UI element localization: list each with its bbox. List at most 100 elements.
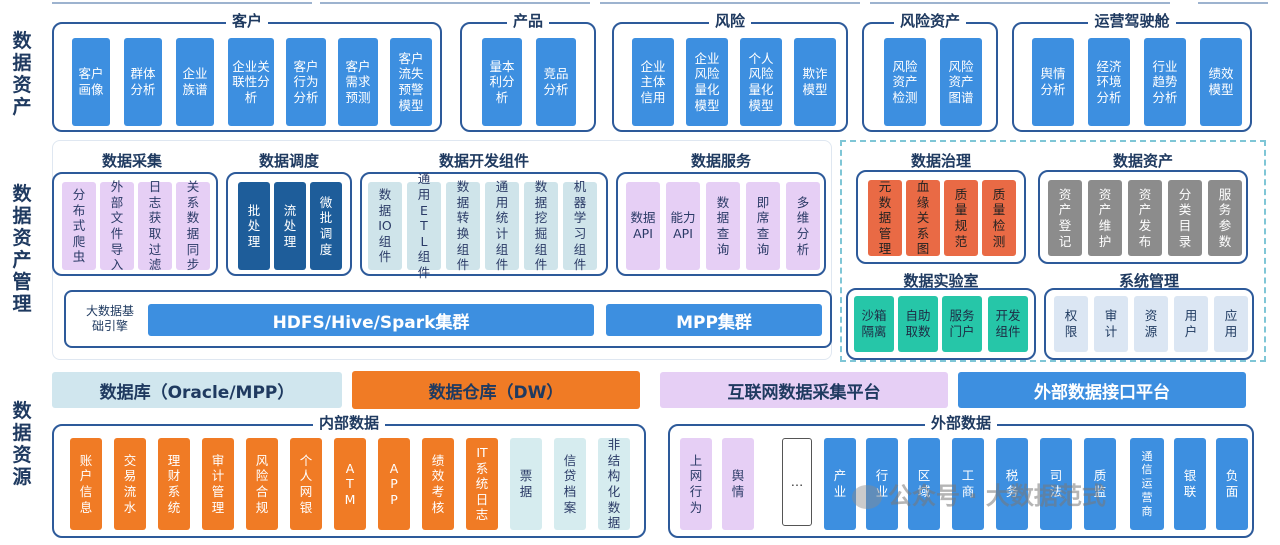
engine-label: 大数据基础引擎 [78, 298, 142, 340]
tile-governance: 血缘关系图 [906, 179, 940, 256]
top-fragment [1198, 0, 1268, 4]
group-asset-mgmt: 资产登记 资产维护 资产发布 分类目录 服务参数 [1038, 170, 1248, 264]
tile-cockpit: 行业趋势分析 [1144, 38, 1186, 126]
tile-lab: 自助取数 [898, 296, 938, 352]
tile-service: 数据查询 [706, 182, 740, 270]
tile-risk-assets: 风险资产图谱 [940, 38, 982, 126]
tile-internal: 信贷档案 [554, 438, 586, 530]
tile-cockpit: 舆情分析 [1032, 38, 1074, 126]
tile-lab: 服务门户 [942, 296, 982, 352]
tile-external: 负面 [1216, 438, 1248, 530]
tile-customer: 企业关联性分析 [228, 38, 274, 126]
tile-collection: 外部文件导入 [100, 179, 134, 272]
group-service: 数据API 能力API 数据查询 即席查询 多维分析 [616, 172, 826, 276]
row-label-management: 数据资产管理 [12, 183, 32, 315]
tile-external: 区域 [908, 438, 940, 530]
row-label-sources: 数据资源 [12, 400, 32, 488]
tile-governance: 质量规范 [944, 180, 978, 256]
tile-internal: 个人网银 [290, 438, 322, 530]
tile-external: 工商 [952, 438, 984, 530]
tile-governance: 质量检测 [982, 180, 1016, 256]
tile-system: 资源 [1134, 296, 1168, 352]
top-fragment [870, 0, 1170, 4]
tile-external: 产业 [824, 438, 856, 530]
title-collection: 数据采集 [101, 152, 162, 170]
group-dev: 数据IO组件 通用ETL组件 数据转换组件 通用统计组件 数据挖掘组件 机器学习… [360, 171, 608, 280]
tile-external-ellipsis: … [782, 438, 812, 526]
tile-system: 审计 [1094, 296, 1128, 352]
title-asset-mgmt: 数据资产 [1112, 152, 1173, 170]
tile-service: 即席查询 [746, 182, 780, 270]
tile-cockpit: 绩效模型 [1200, 38, 1242, 126]
tile-risk: 个人风险量化模型 [740, 38, 782, 126]
group-scheduling: 批处理 流处理 微批调度 [226, 172, 352, 276]
tile-risk-assets: 风险资产检测 [884, 38, 926, 126]
group-internal: 内部数据 账户信息 交易流水 理财系统 审计管理 风险合规 个人网银 ATM A… [52, 414, 646, 538]
tile-scheduling: 批处理 [238, 182, 270, 270]
tile-internal: 账户信息 [70, 438, 102, 530]
tile-internal: 交易流水 [114, 438, 146, 530]
group-cockpit: 运营驾驶舱 舆情分析 经济环境分析 行业趋势分析 绩效模型 [1012, 12, 1252, 132]
top-fragment [52, 0, 312, 4]
watermark-text: 公众号 · 大数据范式 [888, 482, 1106, 510]
tile-system: 权限 [1054, 296, 1088, 352]
group-product: 产品 量本利分析 竞品分析 [460, 12, 596, 132]
tile-internal: 审计管理 [202, 438, 234, 530]
bar-web: 互联网数据采集平台 [660, 372, 948, 408]
tile-dev: 机器学习组件 [563, 179, 597, 272]
tile-internal: 理财系统 [158, 438, 190, 530]
tile-dev: 数据挖掘组件 [524, 179, 558, 272]
tile-customer: 客户行为分析 [286, 38, 326, 126]
group-engine: 大数据基础引擎 HDFS/Hive/Spark集群 MPP集群 [64, 290, 832, 348]
tile-external: 税务 [996, 438, 1028, 530]
tile-asset-mgmt: 资产登记 [1048, 180, 1082, 256]
group-governance: 元数据管理 血缘关系图 质量规范 质量检测 [856, 170, 1026, 264]
tile-dev: 通用统计组件 [485, 179, 519, 272]
tile-external: 银联 [1174, 438, 1206, 530]
group-risk-assets: 风险资产 风险资产检测 风险资产图谱 [862, 12, 998, 132]
tile-external: 司法 [1040, 438, 1072, 530]
tile-internal: 非结构化数据 [598, 437, 630, 530]
tile-collection: 日志获取过滤 [138, 179, 172, 272]
tile-asset-mgmt: 服务参数 [1208, 180, 1242, 256]
tile-system: 应用 [1214, 296, 1248, 352]
bar-database: 数据库（Oracle/MPP） [52, 372, 342, 408]
tile-dev: 通用ETL组件 [407, 171, 441, 280]
tile-product: 竞品分析 [536, 38, 576, 126]
group-collection: 分布式爬虫 外部文件导入 日志获取过滤 关系数据同步 [52, 172, 218, 276]
tile-scheduling: 微批调度 [310, 182, 342, 270]
tile-customer: 群体分析 [124, 38, 162, 126]
top-fragment [320, 0, 590, 4]
tile-collection: 关系数据同步 [176, 179, 210, 272]
bar-hdfs: HDFS/Hive/Spark集群 [148, 304, 594, 336]
group-customer: 客户 客户画像 群体分析 企业族谱 企业关联性分析 客户行为分析 客户需求预测 … [52, 12, 442, 132]
tile-service: 多维分析 [786, 182, 820, 270]
title-system: 系统管理 [1118, 272, 1179, 290]
group-internal-title: 内部数据 [312, 414, 385, 432]
tile-service: 数据API [626, 182, 660, 270]
title-lab: 数据实验室 [903, 272, 979, 290]
row-label-assets: 数据资产 [12, 30, 32, 118]
tile-external: 舆情 [722, 438, 754, 530]
tile-lab: 开发组件 [988, 296, 1028, 352]
tile-asset-mgmt: 资产维护 [1088, 180, 1122, 256]
group-cockpit-title: 运营驾驶舱 [1088, 12, 1176, 30]
group-customer-title: 客户 [225, 12, 268, 30]
tile-customer: 客户画像 [72, 38, 110, 126]
tile-internal: ATM [334, 438, 366, 530]
title-dev: 数据开发组件 [438, 152, 529, 170]
tile-external: 上网行为 [680, 438, 712, 530]
bar-ext: 外部数据接口平台 [958, 372, 1246, 408]
group-risk-title: 风险 [708, 12, 751, 30]
tile-dev: 数据IO组件 [368, 182, 402, 270]
bar-dw: 数据仓库（DW） [352, 371, 640, 409]
tile-scheduling: 流处理 [274, 182, 306, 270]
tile-asset-mgmt: 资产发布 [1128, 180, 1162, 256]
tile-customer: 客户流失预警模型 [390, 38, 432, 126]
tile-risk: 企业风险量化模型 [686, 38, 728, 126]
tile-customer: 企业族谱 [176, 38, 214, 126]
tile-service: 能力API [666, 182, 700, 270]
group-risk-assets-title: 风险资产 [893, 12, 966, 30]
group-lab: 沙箱隔离 自助取数 服务门户 开发组件 [846, 288, 1036, 360]
management-right-frame [840, 140, 1266, 362]
